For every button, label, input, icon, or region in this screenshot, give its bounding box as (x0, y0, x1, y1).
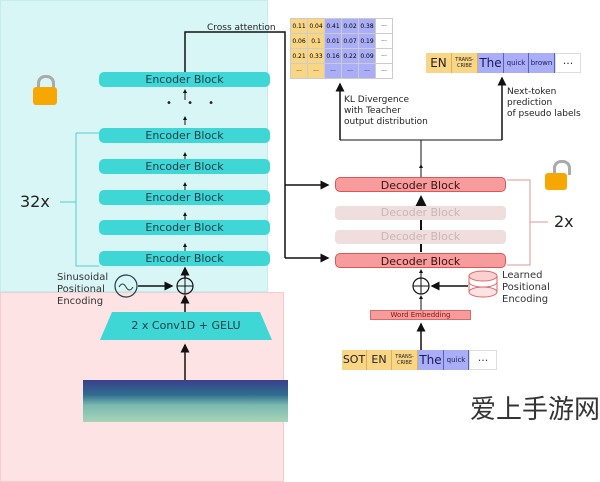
matrix-cell: ··· (375, 63, 393, 79)
matrix-cell: 0.16 (324, 48, 342, 64)
matrix-cell: 0.04 (307, 18, 325, 34)
token: SOT (342, 350, 367, 370)
matrix-cell: 0.21 (290, 48, 308, 64)
lock-open-icon (545, 160, 571, 190)
sinusoidal-pe-label: Sinusoidal Positional Encoding (57, 272, 109, 307)
token: EN (426, 53, 452, 73)
matrix-cell: ··· (324, 63, 342, 79)
conv-label: 2 x Conv1D + GELU (131, 319, 241, 332)
watermark: 爱上手游网 (470, 395, 600, 425)
matrix-cell: 0.01 (324, 33, 342, 49)
matrix-cell: 0.33 (307, 48, 325, 64)
matrix-cell: ··· (375, 18, 393, 34)
matrix-cell: 0.02 (341, 18, 359, 34)
token: The (478, 53, 504, 73)
matrix-cell: 0.19 (358, 33, 376, 49)
encoder-block: Encoder Block (99, 72, 270, 87)
encoder-block: Encoder Block (99, 251, 270, 266)
matrix-cell: ··· (290, 63, 308, 79)
matrix-row: ·················· (290, 63, 393, 79)
matrix-cell: ··· (358, 63, 376, 79)
conv-trapezoid (100, 312, 272, 340)
ntp-label: Next-token prediction of pseudo labels (507, 87, 581, 119)
token: ··· (555, 53, 581, 73)
matrix-cell: ··· (307, 63, 325, 79)
token: EN (367, 350, 392, 370)
decoder-block-faded: Decoder Block (335, 206, 506, 220)
encoder-block: Encoder Block (99, 159, 270, 174)
learned-pe-label: Learned Positional Encoding (502, 270, 550, 305)
matrix-cell: 0.1 (307, 33, 325, 49)
matrix-cell: 0.41 (324, 18, 342, 34)
encoder-repeat: 32x (20, 192, 50, 211)
token: brown (529, 53, 555, 73)
lock-closed-icon (33, 75, 57, 105)
decoder-block-faded: Decoder Block (335, 230, 506, 244)
token: TRANS- CRIBE (452, 53, 478, 73)
decoder-block: Decoder Block (335, 177, 506, 192)
cross-attention-label: Cross attention (207, 23, 276, 33)
matrix-cell: 0.11 (290, 18, 308, 34)
token: quick (444, 350, 469, 370)
token: ··· (469, 350, 497, 370)
encoder-block: Encoder Block (99, 190, 270, 205)
token: quick (504, 53, 529, 73)
encoder-panel (0, 0, 268, 292)
encoder-block: Encoder Block (99, 220, 270, 235)
token: The (418, 350, 444, 370)
word-embedding: Word Embedding (370, 310, 471, 320)
matrix-cell: 0.07 (341, 33, 359, 49)
decoder-repeat: 2x (554, 212, 574, 231)
kl-label: KL Divergence with Teacher output distri… (344, 95, 428, 127)
matrix-cell: ··· (375, 48, 393, 64)
token: TRANS- CRIBE (392, 350, 418, 370)
matrix-cell: 0.06 (290, 33, 308, 49)
matrix-cell: 0.38 (358, 18, 376, 34)
matrix-cell: ··· (375, 33, 393, 49)
decoder-block: Decoder Block (335, 253, 506, 268)
matrix-cell: 0.09 (358, 48, 376, 64)
spectrogram (83, 380, 288, 422)
ellipsis: • • • (166, 98, 221, 109)
matrix-cell: 0.22 (341, 48, 359, 64)
connector-lines (60, 31, 548, 380)
encoder-block: Encoder Block (99, 128, 270, 143)
matrix-cell: ··· (341, 63, 359, 79)
